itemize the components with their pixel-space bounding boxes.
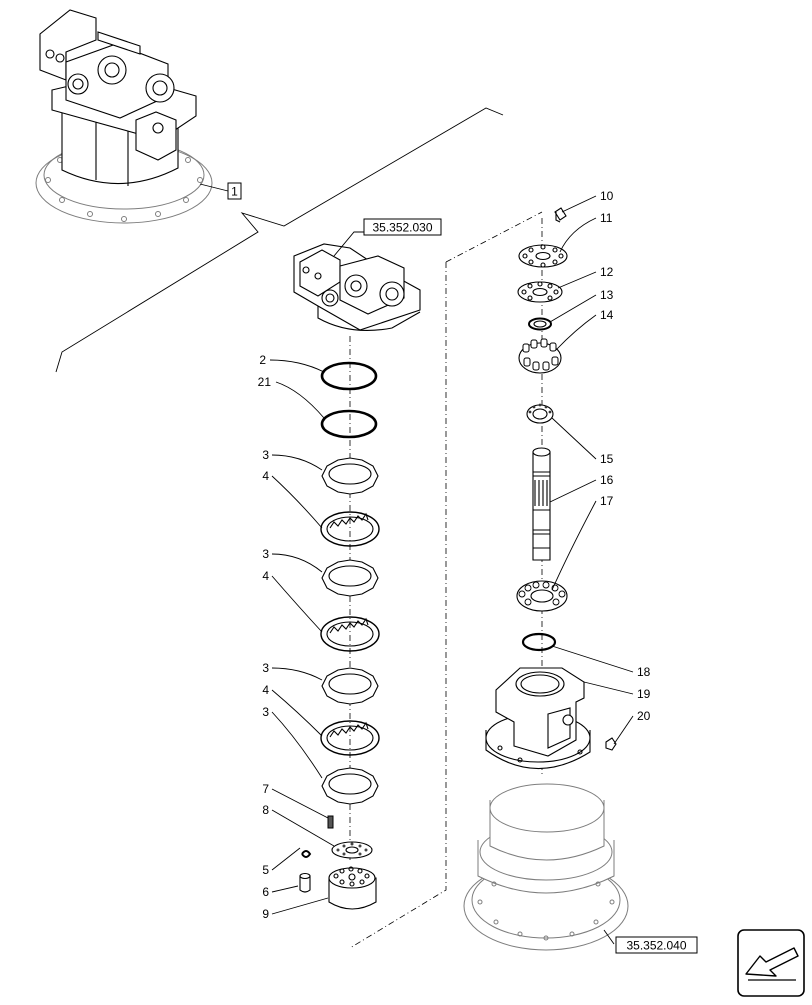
svg-text:1: 1 bbox=[231, 185, 238, 199]
callout-leaders bbox=[269, 195, 634, 915]
reference-box-upper-cover[interactable]: 35.352.030 bbox=[363, 218, 442, 236]
o-ring bbox=[320, 361, 378, 391]
svg-text:35.352.030: 35.352.030 bbox=[372, 221, 432, 235]
reduction-gear-drawing bbox=[463, 783, 629, 951]
upper-cover-drawing bbox=[293, 243, 421, 331]
ball-guide bbox=[528, 317, 552, 331]
housing bbox=[485, 667, 591, 769]
arrow-left-icon[interactable] bbox=[737, 929, 805, 997]
snap-ring bbox=[521, 632, 557, 652]
callout-12: 12 bbox=[600, 265, 614, 279]
separator-plate bbox=[321, 559, 379, 597]
spring-retainer bbox=[331, 841, 373, 859]
reference-box-reduction-gear[interactable]: 35.352.040 bbox=[615, 936, 698, 954]
callout-14: 14 bbox=[600, 308, 614, 322]
callout-3: 3 bbox=[262, 705, 269, 719]
callout-4: 4 bbox=[262, 569, 269, 583]
piston-set bbox=[518, 338, 562, 374]
callout-16: 16 bbox=[600, 473, 614, 487]
spring-pin bbox=[327, 815, 334, 829]
callout-3: 3 bbox=[262, 547, 269, 561]
callout-11: 11 bbox=[600, 211, 613, 225]
plug-small bbox=[605, 737, 617, 751]
callout-19: 19 bbox=[637, 687, 651, 701]
callout-labels: 2 21 3 4 3 4 3 4 3 7 8 5 6 9 10 11 12 13… bbox=[258, 189, 651, 921]
separator-plate bbox=[321, 667, 379, 705]
callout-8: 8 bbox=[262, 803, 269, 817]
plug bbox=[554, 207, 567, 223]
separator-plate bbox=[321, 767, 379, 805]
cylinder-block bbox=[328, 866, 377, 910]
callout-2: 2 bbox=[259, 353, 266, 367]
callout-18: 18 bbox=[637, 665, 651, 679]
callout-9: 9 bbox=[262, 907, 269, 921]
bearing-small bbox=[526, 403, 554, 424]
valve-plate bbox=[518, 244, 568, 268]
callout-5: 5 bbox=[262, 863, 269, 877]
svg-text:35.352.040: 35.352.040 bbox=[626, 939, 686, 953]
friction-disc bbox=[320, 511, 380, 547]
clip bbox=[301, 850, 312, 858]
swing-motor-assembly-drawing bbox=[35, 9, 213, 224]
callout-3: 3 bbox=[262, 448, 269, 462]
bearing-large bbox=[516, 580, 568, 612]
drive-shaft bbox=[532, 447, 551, 561]
callout-13: 13 bbox=[600, 288, 614, 302]
breakline bbox=[55, 107, 504, 373]
friction-disc bbox=[320, 616, 380, 652]
callout-20: 20 bbox=[637, 709, 651, 723]
callout-3: 3 bbox=[262, 661, 269, 675]
callout-4: 4 bbox=[262, 683, 269, 697]
callout-15: 15 bbox=[600, 452, 614, 466]
friction-disc bbox=[320, 720, 380, 756]
callout-7: 7 bbox=[262, 782, 269, 796]
pin bbox=[299, 872, 311, 893]
callout-17: 17 bbox=[600, 494, 614, 508]
reference-box-main-assembly[interactable]: 1 bbox=[227, 182, 242, 200]
callout-6: 6 bbox=[262, 885, 269, 899]
o-ring bbox=[320, 409, 378, 439]
callout-21: 21 bbox=[258, 375, 272, 389]
retainer-plate bbox=[517, 281, 563, 303]
callout-10: 10 bbox=[600, 189, 614, 203]
separator-plate bbox=[321, 457, 379, 495]
callout-4: 4 bbox=[262, 469, 269, 483]
